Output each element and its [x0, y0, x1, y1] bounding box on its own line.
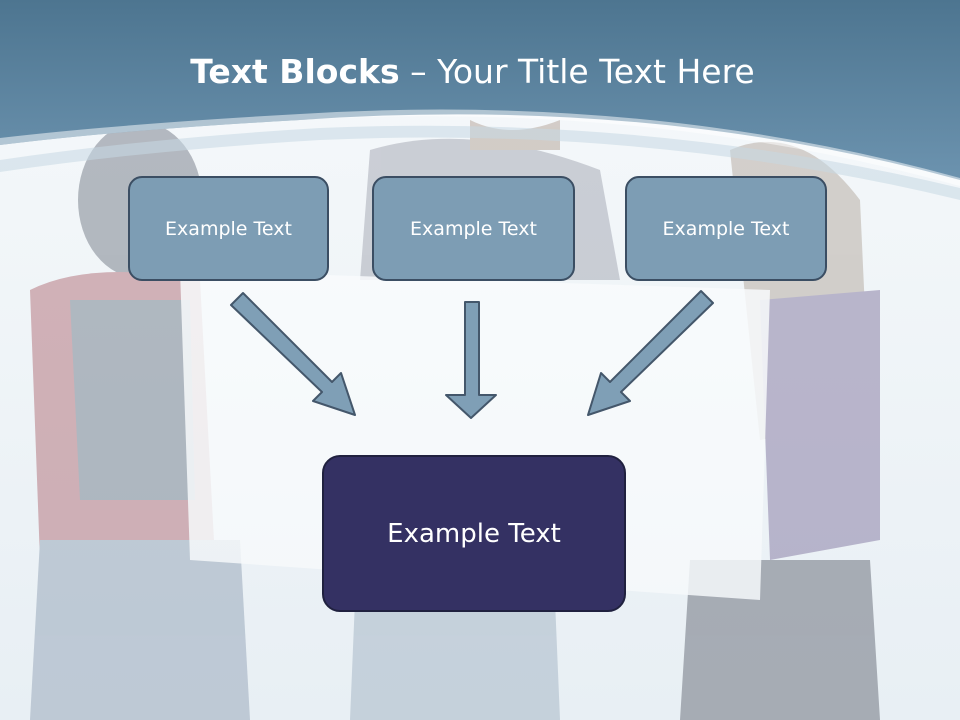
text-box-left: Example Text — [128, 176, 329, 281]
arrow-right-diagonal — [587, 290, 714, 416]
arrow-left-diagonal — [230, 292, 356, 416]
title-bold: Text Blocks — [190, 52, 400, 91]
arrow-down — [445, 301, 497, 419]
text-box-right: Example Text — [625, 176, 827, 281]
text-box-main: Example Text — [322, 455, 626, 612]
title-separator: – — [399, 52, 438, 91]
title-rest: Your Title Text Here — [437, 52, 755, 91]
text-box-center: Example Text — [372, 176, 575, 281]
slide-title: Text Blocks – Your Title Text Here — [0, 52, 945, 91]
